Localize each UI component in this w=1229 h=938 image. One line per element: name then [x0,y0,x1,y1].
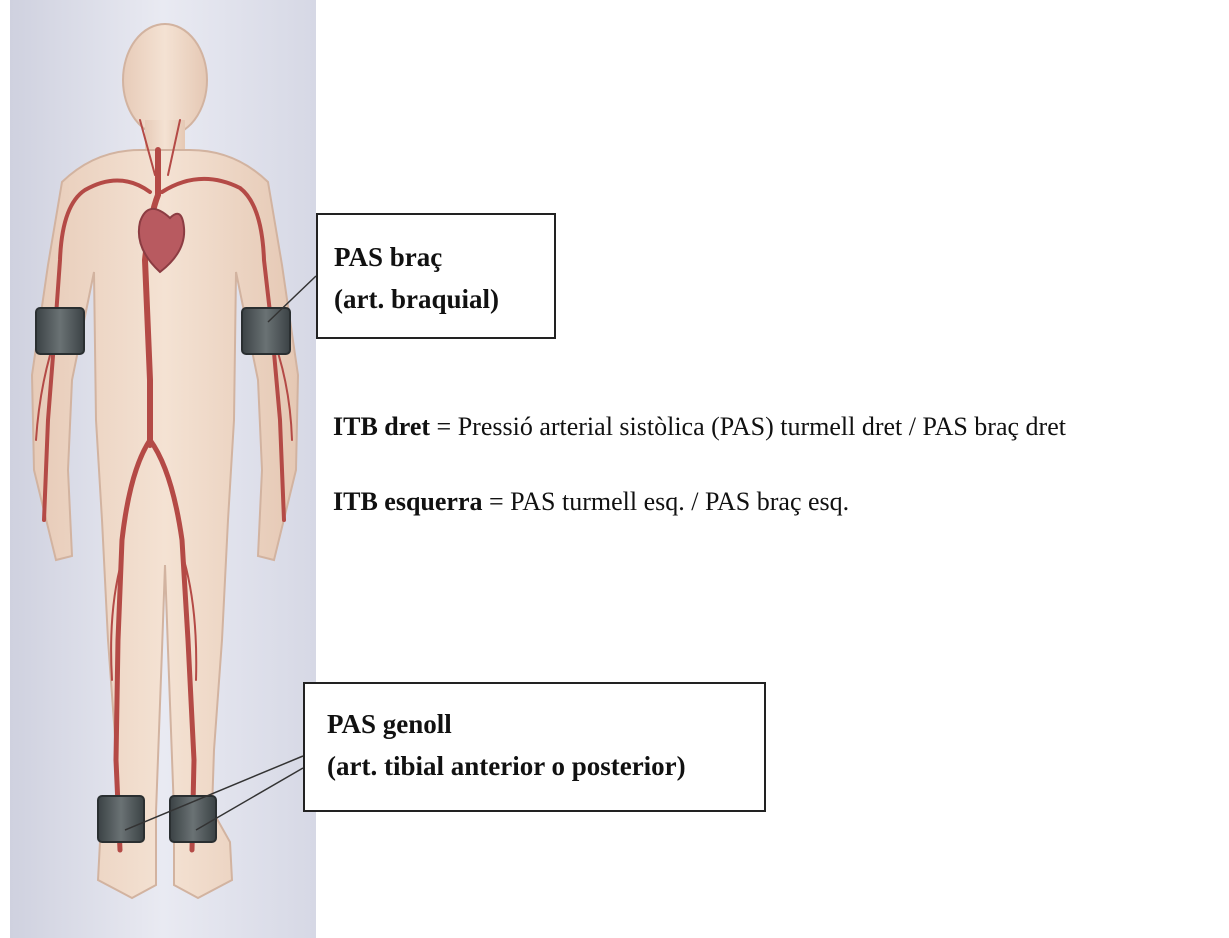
leg-pressure-callout: PAS genoll (art. tibial anterior o poste… [303,682,766,812]
formula-left-term: ITB esquerra [333,487,483,516]
formula-right-term: ITB dret [333,412,430,441]
formula-itb-left: ITB esquerra = PAS turmell esq. / PAS br… [333,487,849,517]
arm-callout-artery: (art. braquial) [334,279,554,321]
ankle-cuff-left [170,796,216,842]
formula-left-expression: = PAS turmell esq. / PAS braç esq. [489,487,849,516]
arm-cuff-right [36,308,84,354]
formula-itb-right: ITB dret = Pressió arterial sistòlica (P… [333,412,1066,442]
ankle-cuff-right [98,796,144,842]
leg-callout-title: PAS genoll [327,704,764,746]
arm-cuff-left [242,308,290,354]
formula-right-expression: = Pressió arterial sistòlica (PAS) turme… [437,412,1066,441]
arm-callout-title: PAS braç [334,237,554,279]
arm-pressure-callout: PAS braç (art. braquial) [316,213,556,339]
leg-callout-artery: (art. tibial anterior o posterior) [327,746,764,788]
